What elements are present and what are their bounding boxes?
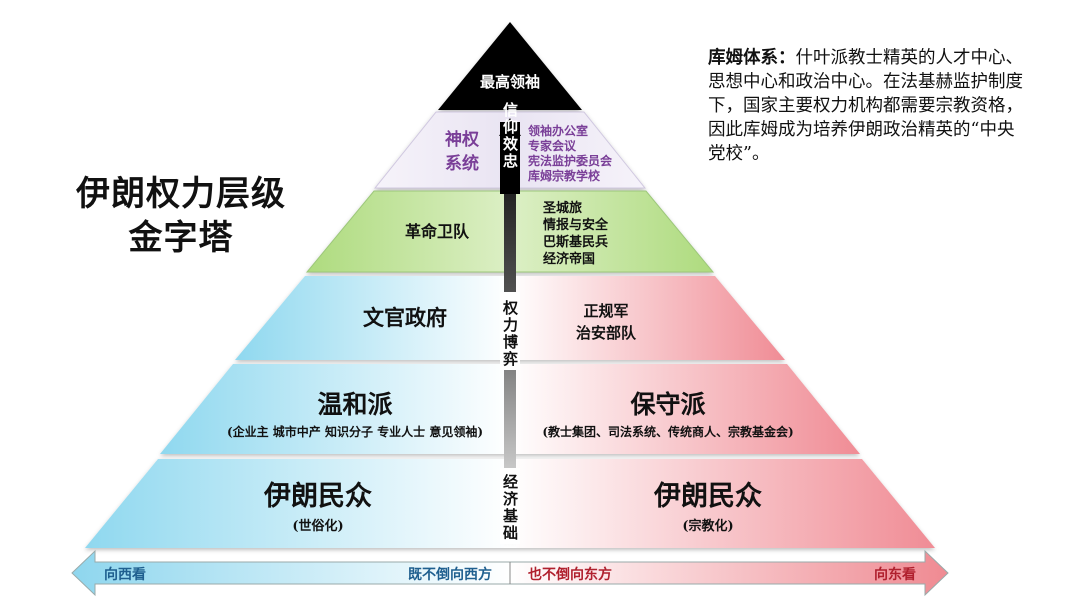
axis-label-bg-top <box>500 122 520 194</box>
moderates-sub: (企业主 城市中产 知识分子 专业人士 意见领袖) <box>227 424 483 439</box>
theocracy-item: 专家会议 <box>528 138 577 153</box>
people-left-sub: (世俗化) <box>292 518 343 534</box>
theocracy-item: 库姆宗教学校 <box>528 168 601 183</box>
people-right-label: 伊朗民众 <box>653 481 762 512</box>
tier-apex <box>438 22 582 110</box>
conservatives-label: 保守派 <box>629 390 705 419</box>
axis-label-bg-mid <box>500 292 520 370</box>
theocracy-label-line2: 系统 <box>445 153 479 174</box>
government-label: 文官政府 <box>363 305 447 330</box>
people-right-sub: (宗教化) <box>682 518 733 534</box>
government-item: 正规军 <box>583 302 628 320</box>
axis-label-bottom: 经济基础 <box>501 473 519 542</box>
axis-label-bg-bottom <box>500 468 520 544</box>
arrow-label-not-east: 也不倒向东方 <box>528 566 612 583</box>
theocracy-label-line1: 神权 <box>445 129 480 150</box>
note-term: 库姆体系： <box>708 48 796 68</box>
irgc-item: 经济帝国 <box>543 251 595 267</box>
conservatives-sub: (教士集团、司法系统、传统商人、宗教基金会) <box>542 424 793 439</box>
page-title: 伊朗权力层级 金字塔 <box>76 172 286 260</box>
people-left-label: 伊朗民众 <box>263 481 372 512</box>
title-line-1: 伊朗权力层级 <box>76 174 286 214</box>
apex-label: 最高领袖 <box>480 73 540 91</box>
arrow-label-west: 向西看 <box>104 566 146 583</box>
irgc-label: 革命卫队 <box>405 222 470 241</box>
theocracy-item: 领袖办公室 <box>528 123 588 138</box>
arrow-label-east: 向东看 <box>874 566 916 583</box>
title-line-2: 金字塔 <box>128 218 234 258</box>
axis-label-middle: 权力博弈 <box>501 299 519 368</box>
irgc-item: 巴斯基民兵 <box>543 234 608 250</box>
qom-system-note: 库姆体系：什叶派教士精英的人才中心、思想中心和政治中心。在法基赫监护制度下，国家… <box>708 46 1030 166</box>
irgc-item: 情报与安全 <box>543 217 609 233</box>
arrow-label-not-west: 既不倒向西方 <box>408 566 492 583</box>
note-body: 什叶派教士精英的人才中心、思想中心和政治中心。在法基赫监护制度下，国家主要权力机… <box>708 48 1023 164</box>
moderates-label: 温和派 <box>317 390 392 419</box>
theocracy-item: 宪法监护委员会 <box>528 153 613 168</box>
government-item: 治安部队 <box>576 324 637 342</box>
irgc-item: 圣城旅 <box>543 200 582 216</box>
axis-label-top: 信仰效忠 <box>501 101 519 170</box>
